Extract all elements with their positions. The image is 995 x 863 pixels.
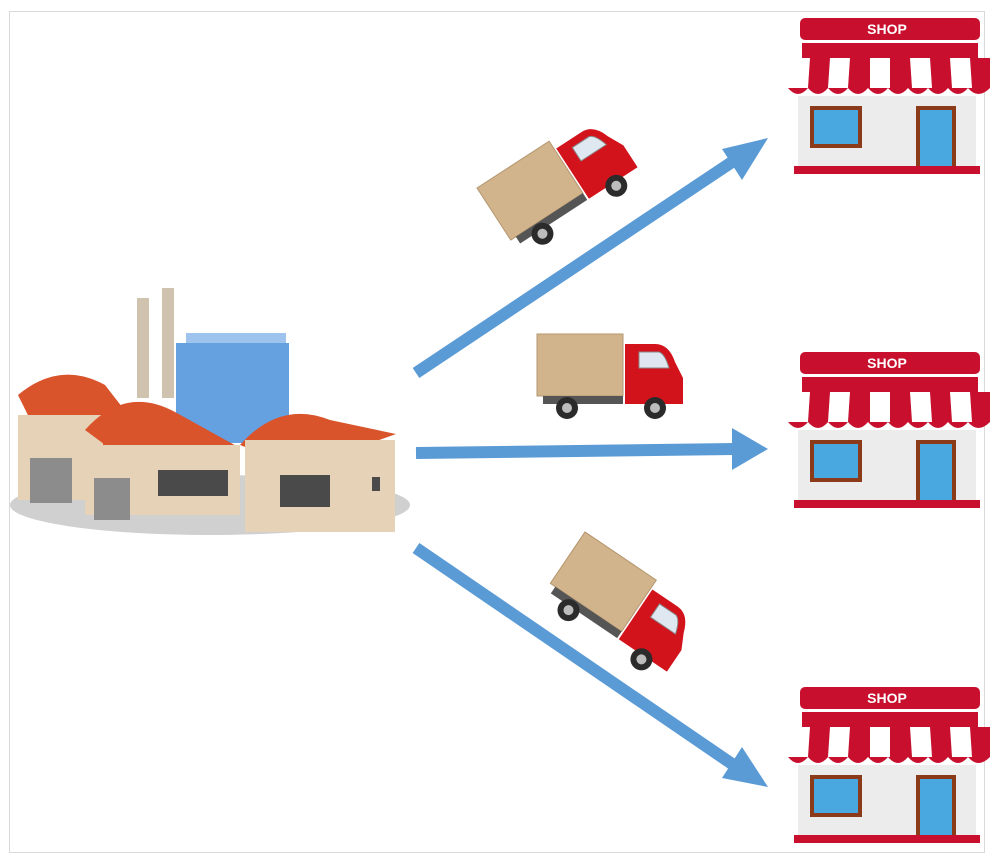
diagram-frame [9,11,985,853]
arrow-to-shop-3 [412,543,768,787]
shop-icon: SHOP [788,18,990,174]
shop-1-label: SHOP [867,21,907,37]
delivery-truck-icon [536,531,707,685]
shop-icon: SHOP [788,352,990,508]
shop-2-label: SHOP [867,355,907,371]
shop-3-label: SHOP [867,690,907,706]
shop-icon: SHOP [788,687,990,843]
delivery-truck-icon [536,333,684,420]
factory-icon [10,288,410,535]
arrow-to-shop-2 [415,428,768,470]
arrow-to-shop-1 [412,138,768,378]
